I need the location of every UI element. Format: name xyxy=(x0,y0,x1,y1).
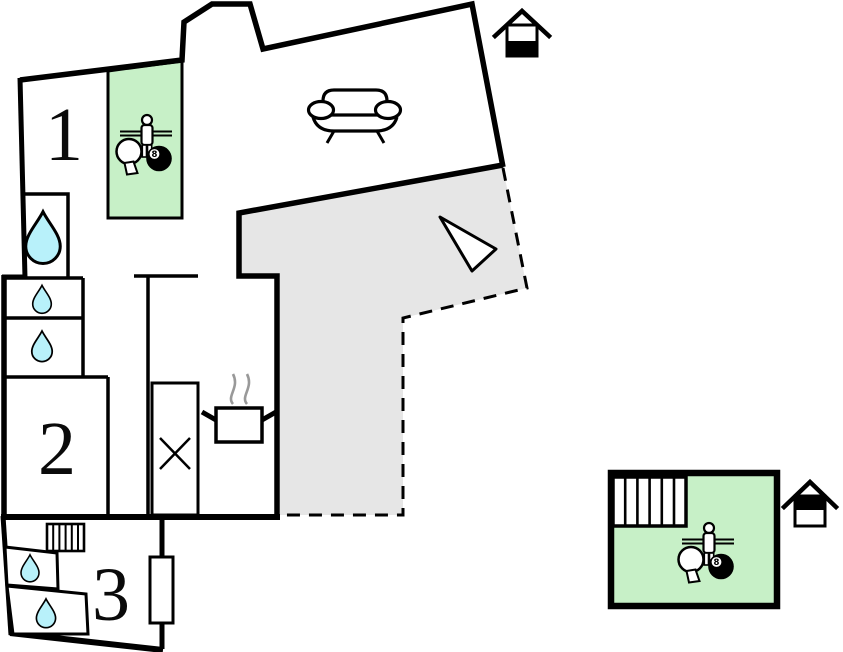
pot-body xyxy=(214,406,264,444)
stove-pot-icon xyxy=(200,406,278,444)
utility-room xyxy=(150,381,200,517)
wall-wc-large xyxy=(23,192,70,278)
door-icon xyxy=(148,555,175,625)
stairs-steps xyxy=(623,477,676,526)
house-roof xyxy=(491,7,553,40)
pot-handle xyxy=(200,409,218,423)
wall-room3-bottom xyxy=(9,630,164,652)
x-table-icon xyxy=(159,437,191,470)
direction-triangle-icon xyxy=(438,215,498,273)
pot-handle xyxy=(260,409,278,423)
wall-outer-top xyxy=(19,0,506,168)
sofa-armrest xyxy=(306,99,336,121)
annex-building xyxy=(607,469,840,610)
sofa-legs xyxy=(325,130,386,144)
sofa-icon xyxy=(306,88,403,144)
terrace-area xyxy=(240,168,527,515)
house-floor-icon-annex xyxy=(780,478,840,528)
house-filled-lower-floor xyxy=(507,41,537,56)
stairs-icon-main xyxy=(45,522,86,553)
stairs-steps xyxy=(52,524,79,551)
main-building: 1 2 3 xyxy=(0,0,553,652)
stairs-icon-annex xyxy=(611,475,688,528)
steam-wave xyxy=(243,373,251,405)
room1-label: 1 xyxy=(45,93,83,177)
house-floor-icon-main xyxy=(491,7,553,58)
sofa-armrest xyxy=(373,99,403,121)
terrace-dashed-border xyxy=(278,167,529,517)
wall-left-upper xyxy=(17,77,28,279)
steam-icon xyxy=(229,373,251,405)
sofa-back xyxy=(321,88,389,116)
house-roof xyxy=(780,478,840,511)
room2-label: 2 xyxy=(38,407,76,491)
room3-label: 3 xyxy=(92,553,130,637)
sofa-base xyxy=(311,116,399,133)
steam-wave xyxy=(229,373,237,405)
wall-living-terrace xyxy=(236,162,504,518)
house-filled-upper-floor xyxy=(795,496,825,510)
